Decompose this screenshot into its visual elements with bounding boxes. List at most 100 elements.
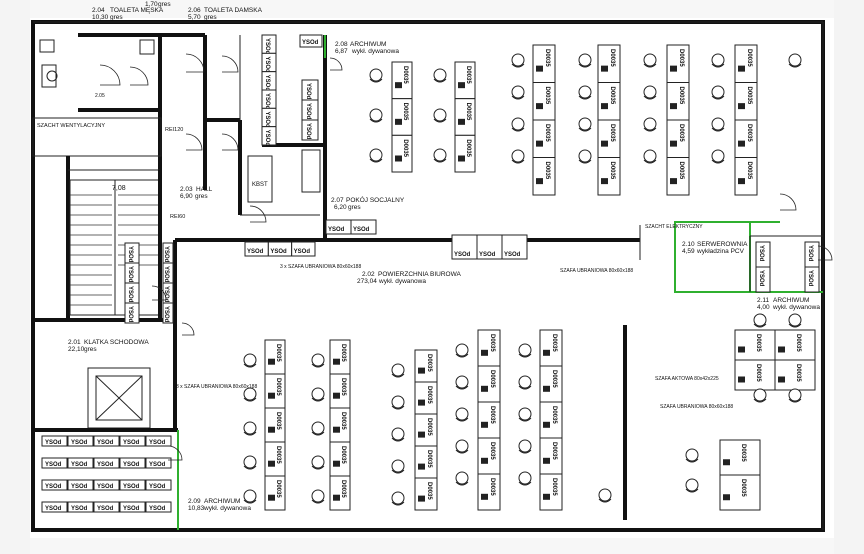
room-207-floor: gres	[348, 204, 361, 211]
desk-code: D0035	[609, 49, 615, 67]
desk-code: D0035	[426, 450, 432, 468]
chair	[311, 455, 325, 470]
desk-code: D0035	[340, 378, 346, 396]
desk-code: D0035	[740, 444, 746, 462]
room-202-area: 273,04	[357, 278, 377, 285]
chair	[578, 53, 592, 68]
shelf-label: YSOd	[45, 440, 62, 446]
chair	[433, 148, 447, 163]
room-labels: 1,70 gres 2.04 TOALETA MĘSKA 10,30 gres …	[37, 1, 820, 512]
door-swing	[151, 285, 167, 301]
desk-code: D0035	[795, 334, 801, 352]
chair	[391, 491, 405, 506]
shelf-label: YSOd	[163, 266, 169, 283]
desk: D0035	[666, 82, 690, 121]
chair	[243, 421, 257, 436]
room-202-code: 2.02	[362, 271, 375, 278]
chair	[643, 85, 657, 100]
chair	[578, 149, 592, 164]
desk: D0035	[532, 119, 556, 158]
chair	[311, 489, 325, 504]
shelf-label: YSOd	[294, 249, 311, 255]
desk-code: D0035	[551, 334, 557, 352]
chair	[455, 407, 469, 422]
desk: D0035	[666, 119, 690, 158]
shelf-label: YSOd	[45, 506, 62, 512]
chair	[711, 149, 725, 164]
room-204-floor: gres	[110, 14, 123, 21]
chair	[511, 85, 525, 100]
desk-code: D0035	[740, 479, 746, 497]
desk: D0035	[414, 381, 438, 415]
desk-code: D0035	[746, 49, 752, 67]
desk-code: D0035	[678, 162, 684, 180]
chair	[511, 117, 525, 132]
shelf-label: YSOd	[305, 103, 311, 120]
desk-code: D0035	[275, 378, 281, 396]
desk-code: D0035	[426, 354, 432, 372]
desk: D0035	[539, 329, 563, 367]
desk: D0035	[719, 439, 761, 476]
shelf-label: YSOd	[264, 75, 270, 92]
chair	[753, 388, 767, 403]
kbst-label: KBST	[252, 182, 268, 188]
chair	[433, 108, 447, 123]
room-201-floor: gres	[84, 346, 97, 353]
desk-code: D0035	[551, 406, 557, 424]
desk: D0035	[532, 44, 556, 83]
desk: D0035	[477, 365, 501, 403]
desk: D0035	[329, 407, 351, 443]
room-202-name: POWIERZCHNIA BIUROWA	[378, 271, 461, 278]
shelf-label: YSOd	[71, 506, 88, 512]
door-swing	[129, 66, 149, 86]
shelf-label: YSOd	[71, 462, 88, 468]
chair	[578, 85, 592, 100]
door-swing	[167, 445, 183, 461]
desk: D0035	[329, 475, 351, 511]
desk: D0035	[597, 157, 621, 196]
elevator	[87, 367, 151, 429]
shelf-label: YSOd	[71, 440, 88, 446]
desk-code: D0035	[551, 442, 557, 460]
room-211-name: ARCHIWUM	[773, 297, 809, 304]
desk-code: D0035	[489, 478, 495, 496]
chair	[243, 353, 257, 368]
shelf-label: YSOd	[123, 462, 140, 468]
chair	[518, 439, 532, 454]
chair	[643, 117, 657, 132]
desk: D0035	[454, 61, 476, 100]
door-swing	[221, 133, 239, 151]
chair	[369, 108, 383, 123]
chair	[391, 395, 405, 410]
shelf-label: YSOd	[807, 270, 813, 287]
chair	[711, 53, 725, 68]
exterior-walls	[31, 20, 825, 532]
desk-code: D0035	[755, 364, 761, 382]
shelf-label: YSOd	[97, 484, 114, 490]
shaft-label: SZACHT WENTYLACYJNY	[37, 123, 105, 129]
shelf-label: YSOd	[454, 252, 471, 258]
chair	[788, 388, 802, 403]
room-208-area: 6,87	[335, 48, 348, 55]
chair	[518, 343, 532, 358]
desk-code: D0035	[544, 87, 550, 105]
desk: D0035	[532, 82, 556, 121]
desk-code: D0035	[340, 412, 346, 430]
desk-code: D0035	[489, 406, 495, 424]
desk-code: D0035	[609, 87, 615, 105]
room-203-floor: gres	[195, 193, 208, 200]
room-204-area: 10,30	[92, 14, 109, 21]
chair	[711, 117, 725, 132]
desk: D0035	[734, 44, 758, 83]
room-209-floor: wykł. dywanowa	[203, 505, 251, 512]
shelf-label: YSOd	[97, 440, 114, 446]
chair	[455, 343, 469, 358]
room-204-name: TOALETA MĘSKA	[110, 7, 164, 14]
room-208-code: 2.08	[335, 41, 348, 48]
chair	[369, 148, 383, 163]
